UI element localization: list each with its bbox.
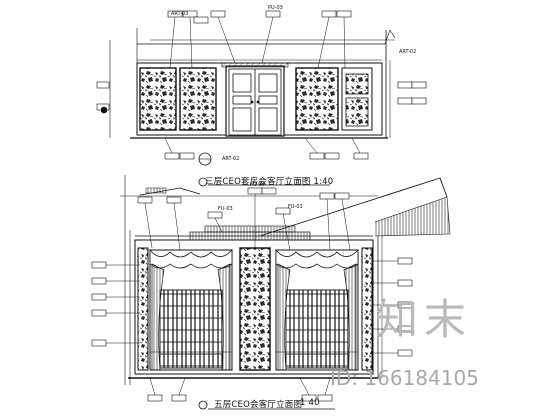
tag-fu-04: FU-04 <box>250 182 265 188</box>
tag-art-03: ART-03 <box>171 11 189 17</box>
tag-fu-03: FU-03 <box>218 206 233 212</box>
tag-fu-03-right: FU-03 <box>288 204 303 210</box>
upper-elevation-title: 三层CEO套房会客厅立面图 1:40 <box>205 177 334 187</box>
lower-elevation-title: 五层CEO会客厅立面图 <box>214 400 303 410</box>
tag-art-02: ART-02 <box>399 49 417 55</box>
lower-elevation-scale: 1 40 <box>300 398 320 408</box>
lower-elevation <box>91 175 451 410</box>
watermark-id: ID: 166184105 <box>330 366 479 390</box>
tag-pu-03: PU-03 <box>268 5 283 11</box>
tag-art-02-bottom: ART-02 <box>222 156 240 162</box>
upper-elevation <box>96 10 427 187</box>
watermark-brand: 知末 <box>376 295 473 344</box>
